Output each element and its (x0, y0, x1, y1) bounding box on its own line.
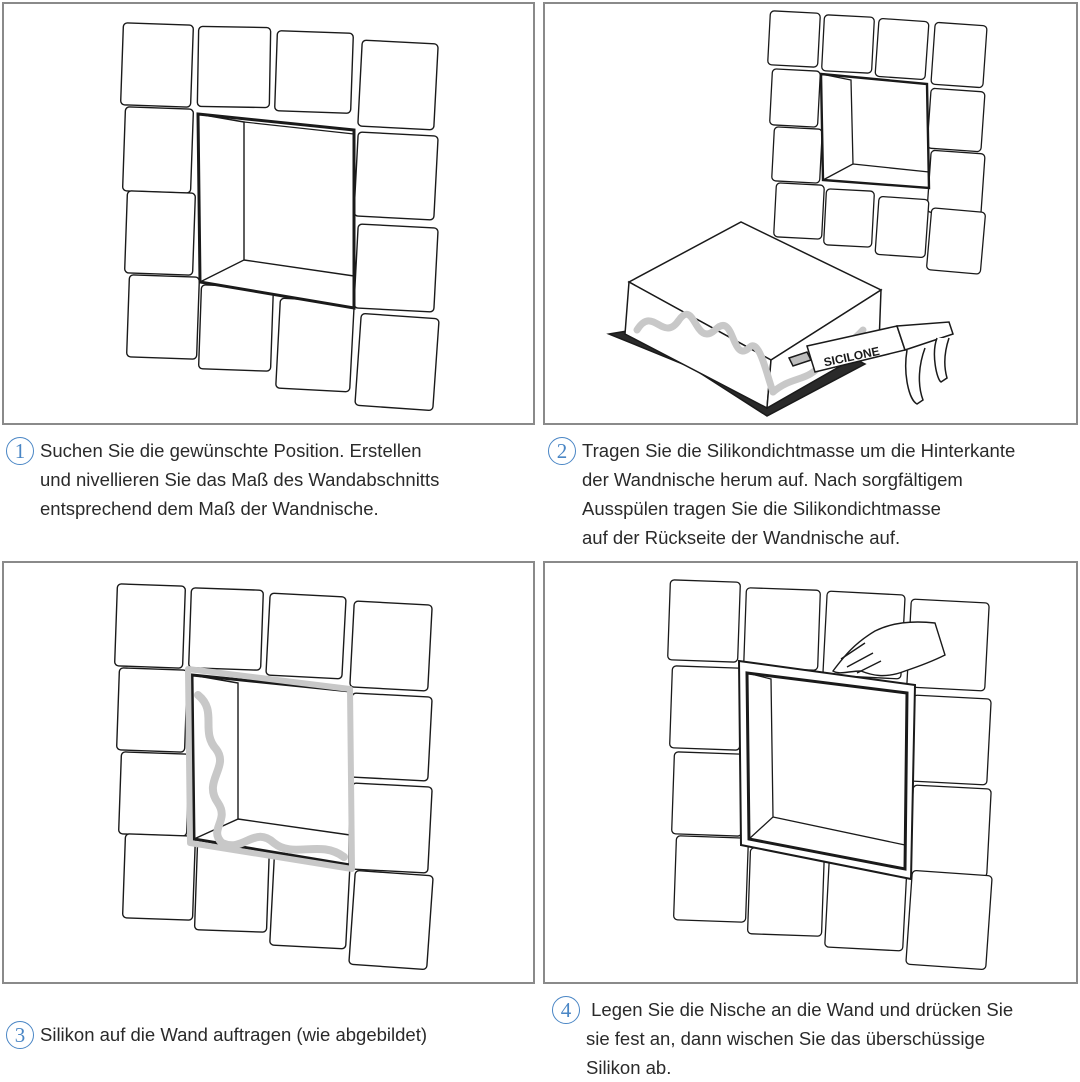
step-4-text: Legen Sie die Nische an die Wand und drü… (586, 999, 1014, 1078)
illustration-panel-2: SICILONE (543, 2, 1078, 425)
illustration-panel-1 (2, 2, 535, 425)
step-1: 1 Suchen Sie die gewünschte Position. Er… (6, 436, 439, 523)
step-number-badge: 2 (548, 437, 576, 465)
caulk-gun-icon (787, 321, 954, 405)
step-number-badge: 4 (552, 996, 580, 1024)
step-2: 2 Tragen Sie die Silikondichtmasse um di… (548, 436, 1015, 552)
step-4: 4 Legen Sie die Nische an die Wand und d… (552, 995, 1013, 1082)
silicone-bead (633, 310, 777, 396)
tile-wall-niche-illustration (120, 22, 440, 412)
hand-icon (831, 621, 946, 677)
silicone-on-wall-illustration (114, 583, 434, 971)
caulking-niche-illustration: SICILONE (606, 10, 988, 417)
illustration-panel-3 (2, 561, 535, 984)
step-1-text: Suchen Sie die gewünschte Position. Erst… (40, 440, 440, 519)
illustration-panel-4 (543, 561, 1078, 984)
press-niche-illustration (667, 579, 993, 971)
step-3: 3 Silikon auf die Wand auftragen (wie ab… (6, 1020, 427, 1049)
step-number-badge: 1 (6, 437, 34, 465)
step-number-badge: 3 (6, 1021, 34, 1049)
step-2-text: Tragen Sie die Silikondichtmasse um die … (582, 440, 1016, 548)
step-3-text: Silikon auf die Wand auftragen (wie abge… (40, 1024, 428, 1045)
silicone-bead (185, 666, 355, 872)
